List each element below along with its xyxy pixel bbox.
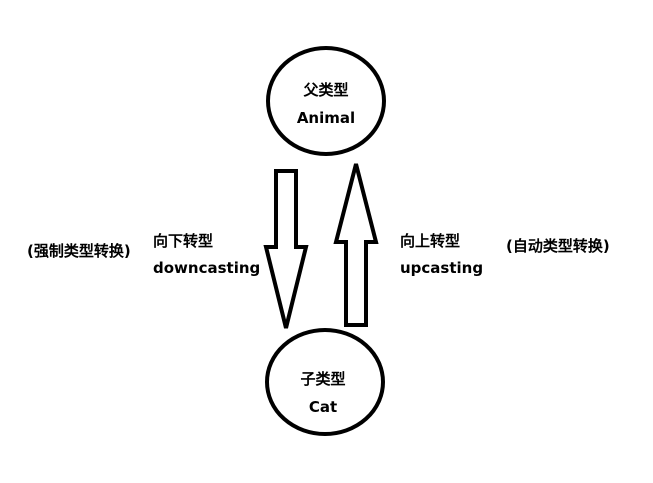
- child-type-label: 子类型: [300, 370, 346, 388]
- upcast-en-label: upcasting: [400, 259, 484, 277]
- child-class-label: Cat: [308, 398, 338, 416]
- parent-circle: [266, 46, 386, 156]
- downcast-cn-label: 向下转型: [153, 232, 214, 250]
- upcast-arrow: [333, 163, 379, 327]
- parent-type-label: 父类型: [303, 81, 349, 99]
- child-circle: [265, 328, 385, 436]
- upcast-cn-label: 向上转型: [400, 232, 461, 250]
- parent-class-label: Animal: [296, 109, 356, 127]
- downcast-note: (强制类型转换): [27, 242, 131, 260]
- downcast-arrow: [263, 169, 309, 329]
- downcast-en-label: downcasting: [153, 259, 261, 277]
- upcast-note: (自动类型转换): [506, 237, 610, 255]
